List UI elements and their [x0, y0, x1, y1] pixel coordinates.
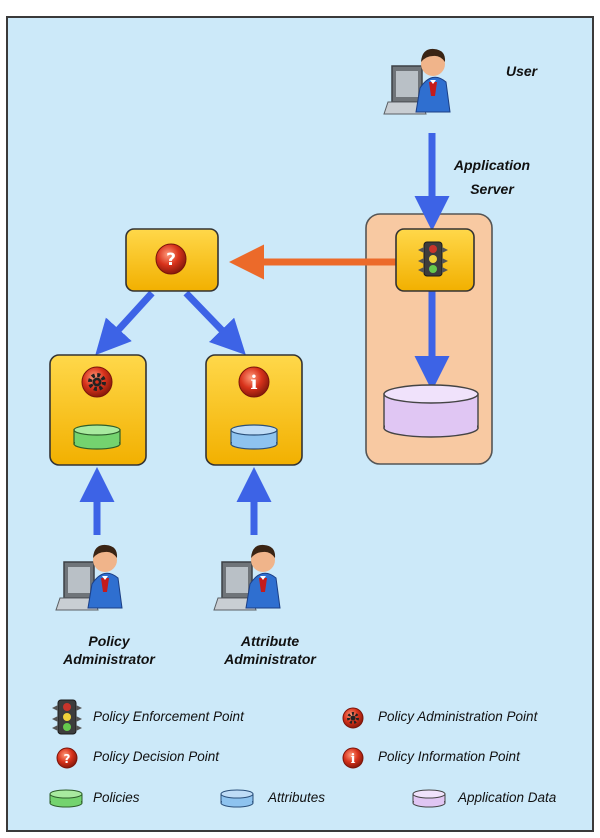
- user-at-computer-icon: [383, 48, 451, 115]
- legend-app-data-label: Application Data: [458, 790, 557, 805]
- attribute-administrator-label-line2: Administrator: [224, 651, 316, 667]
- arrow-pdp-to-pap: [95, 290, 155, 356]
- legend-attributes-db-icon: [220, 789, 254, 808]
- svg-text:?: ?: [64, 752, 71, 766]
- policy-administrator-label-line1: Policy: [88, 633, 130, 649]
- application-server-label: Application Server: [452, 156, 532, 198]
- svg-text:?: ?: [166, 250, 176, 270]
- legend-question-mark-icon: ?: [56, 747, 78, 769]
- user-label: User: [506, 63, 538, 79]
- attribute-administrator-label-line1: Attribute: [240, 633, 300, 649]
- policies-db-icon: [73, 424, 121, 450]
- attribute-admin-at-computer-icon: [213, 544, 281, 611]
- legend-pip-label: Policy Information Point: [378, 749, 520, 764]
- arrow-pdp-to-pip: [183, 290, 246, 356]
- legend-attributes-label: Attributes: [268, 790, 326, 805]
- legend-policies-label: Policies: [93, 790, 140, 805]
- svg-text:i: i: [250, 372, 257, 394]
- legend-app-data-db-icon: [412, 789, 446, 808]
- application-server-label-line1: Application: [453, 157, 531, 173]
- svg-text:i: i: [351, 752, 356, 767]
- legend-traffic-light-icon: [51, 699, 83, 735]
- legend-info-icon: i: [342, 747, 364, 769]
- question-mark-icon: ?: [155, 243, 187, 275]
- policy-administrator-label: Policy Administrator: [54, 632, 164, 668]
- policy-administrator-label-line2: Administrator: [63, 651, 155, 667]
- legend-pep-label: Policy Enforcement Point: [93, 709, 244, 724]
- gear-icon: [81, 366, 113, 398]
- pip-box: [205, 354, 303, 466]
- legend-pap-label: Policy Administration Point: [378, 709, 538, 724]
- attribute-administrator-label: Attribute Administrator: [212, 632, 328, 668]
- application-data-db-icon: [383, 384, 479, 438]
- legend-policies-db-icon: [49, 789, 83, 808]
- legend-pdp-label: Policy Decision Point: [93, 749, 220, 764]
- policy-admin-at-computer-icon: [55, 544, 123, 611]
- attributes-db-icon: [230, 424, 278, 450]
- legend-gear-icon: [342, 707, 364, 729]
- info-icon: i: [238, 366, 270, 398]
- application-server-label-line2: Server: [470, 181, 514, 197]
